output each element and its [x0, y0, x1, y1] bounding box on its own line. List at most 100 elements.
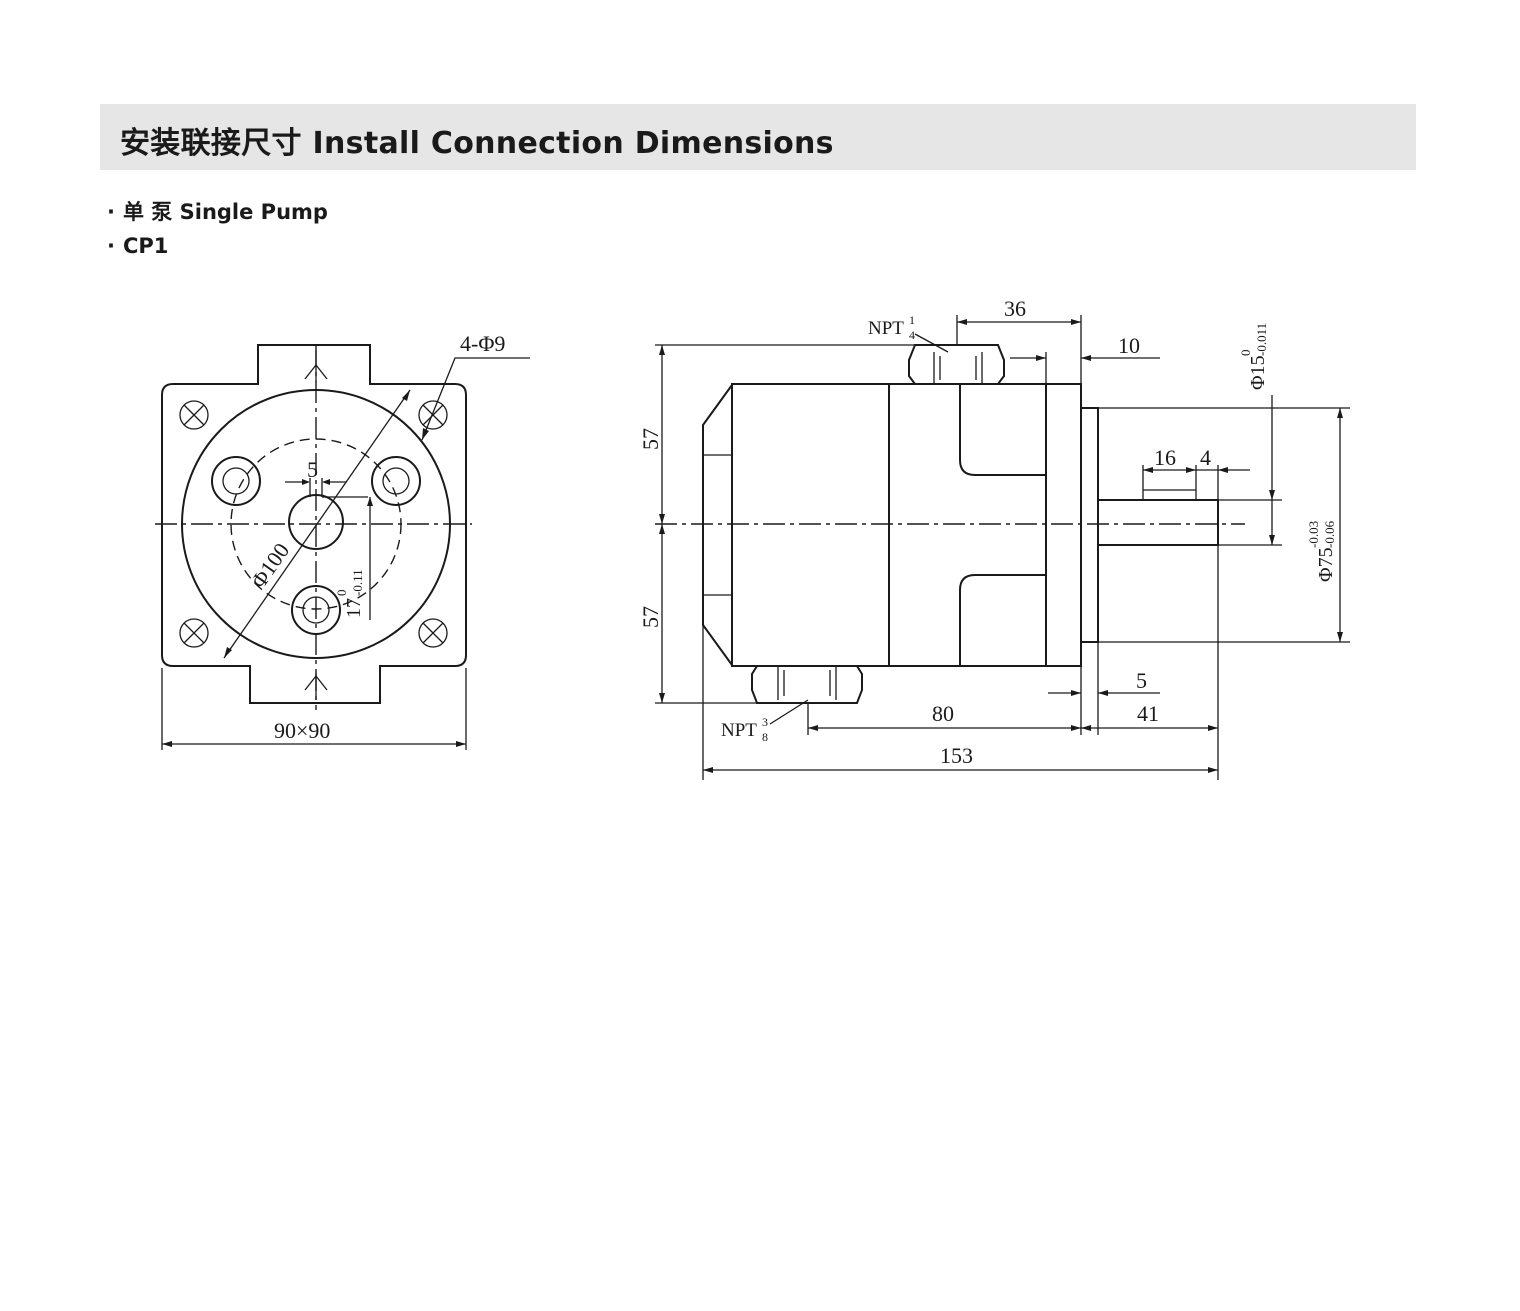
- arrow-head: [1036, 355, 1046, 361]
- svg-text:8: 8: [762, 730, 768, 744]
- svg-text:0: 0: [1238, 350, 1253, 357]
- side-shaft: [1097, 499, 1219, 546]
- pilot-depth-dim-lines: [1048, 642, 1160, 735]
- shaft-dia-label: Φ15 0 -0.011: [1238, 323, 1269, 390]
- arrow-head: [957, 319, 967, 325]
- mount-hole-x-icon: [179, 618, 209, 648]
- key-width-dim-lines: [285, 478, 368, 498]
- arrow-head: [1081, 355, 1091, 361]
- arrow-head: [659, 345, 665, 355]
- mount-holes-leader: [421, 357, 530, 441]
- arrow-head: [1081, 725, 1091, 731]
- flange-thickness-label: 10: [1118, 333, 1140, 358]
- side-bottom-port: [751, 665, 863, 704]
- arrow-head: [1218, 467, 1228, 473]
- arrow-head: [224, 647, 232, 658]
- port-bottom-label: NPT 3 8: [721, 715, 768, 744]
- pcd-label: Φ100: [246, 538, 295, 593]
- svg-text:-0.011: -0.011: [1254, 323, 1269, 356]
- svg-text:3: 3: [762, 715, 768, 729]
- port-top-label: NPT 1 4: [868, 313, 915, 342]
- shaft-height-label: 17 0 -0.11: [334, 569, 365, 618]
- pilot-depth-label: 5: [1136, 668, 1147, 693]
- body-length-label: 80: [932, 701, 954, 726]
- key-offset-label: 4: [1200, 445, 1211, 470]
- side-top-port-thread: [933, 352, 983, 384]
- svg-text:-0.06: -0.06: [1322, 520, 1337, 548]
- arrow-head: [1337, 408, 1343, 418]
- arrow-head: [1269, 535, 1275, 545]
- side-end-cap: [702, 384, 733, 666]
- key-length-dim-lines: [1142, 465, 1250, 500]
- arrow-head: [1208, 725, 1218, 731]
- svg-text:17: 17: [343, 598, 365, 618]
- side-bottom-port-thread: [777, 666, 837, 700]
- mount-hole-x-icon: [418, 618, 448, 648]
- port-bottom-leader: [769, 699, 809, 725]
- arrow-head: [1143, 467, 1153, 473]
- svg-text:1: 1: [909, 313, 915, 327]
- side-body-front: [888, 383, 1047, 667]
- svg-text:0: 0: [334, 590, 349, 597]
- pilot-dia-label: Φ75 -0.03 -0.06: [1306, 520, 1337, 582]
- lower-half-label: 57: [638, 606, 663, 628]
- mount-hole-x-icon: [179, 400, 209, 430]
- upper-half-label: 57: [638, 428, 663, 450]
- svg-text:Φ15: Φ15: [1247, 355, 1269, 390]
- mount-holes-label: 4-Φ9: [460, 331, 505, 356]
- bullet-label: CP1: [123, 234, 169, 258]
- side-top-port: [908, 344, 1005, 385]
- section-title: 安装联接尺寸 Install Connection Dimensions: [120, 126, 834, 161]
- side-view: 57 57 36 10 NPT 1 4 NPT 3 8 16 4: [638, 296, 1350, 780]
- bullet-label: 单 泵 Single Pump: [123, 200, 328, 224]
- port-top-leader: [914, 333, 949, 353]
- arrow-head: [162, 741, 172, 747]
- top-port-offset-label: 36: [1004, 296, 1026, 321]
- svg-text:Φ75: Φ75: [1315, 547, 1337, 582]
- side-body-pocket-lower: [959, 574, 1046, 666]
- side-pilot: [1080, 407, 1099, 643]
- arrow-head: [1186, 467, 1196, 473]
- flange-size-label: 90×90: [274, 718, 330, 743]
- arrow-head: [1098, 690, 1108, 696]
- svg-text:4: 4: [909, 328, 915, 342]
- bullet-model: · CP1: [107, 234, 168, 258]
- top-port-offset-dim-lines: [956, 315, 1082, 384]
- arrow-head: [808, 725, 818, 731]
- arrow-head: [1337, 632, 1343, 642]
- bullet-single-pump: · 单 泵 Single Pump: [107, 196, 328, 226]
- side-flange: [1045, 383, 1082, 667]
- side-body-pocket-upper: [959, 384, 1046, 476]
- port-boss-left: [211, 456, 261, 506]
- arrow-head: [456, 741, 466, 747]
- front-flange-outline: [161, 344, 467, 704]
- pcd-dim-line: [223, 389, 411, 659]
- overall-length-label: 153: [940, 743, 973, 768]
- key-length-label: 16: [1154, 445, 1176, 470]
- overall-length-dim-lines: [702, 625, 1218, 780]
- front-shaft-circle: [288, 494, 344, 550]
- section-header: 安装联接尺寸 Install Connection Dimensions: [100, 104, 1416, 170]
- port-boss-bottom: [291, 585, 341, 635]
- svg-text:-0.03: -0.03: [1306, 521, 1321, 548]
- svg-text:-0.11: -0.11: [350, 569, 365, 596]
- arrow-head: [367, 497, 373, 506]
- body-length-dim-lines: [807, 545, 1219, 780]
- arrow-head: [1071, 690, 1081, 696]
- arrow-head: [659, 514, 665, 524]
- shaft-dia-dim-lines: [1218, 395, 1282, 546]
- key-width-label: 5: [307, 457, 318, 482]
- arrow-head: [302, 479, 310, 485]
- flange-size-dim-lines: [161, 668, 467, 750]
- bullet-dot: ·: [107, 200, 115, 224]
- front-view: 5 17 0 -0.11 Φ100 4-Φ9 90×90: [155, 331, 530, 750]
- arrow-head: [1269, 490, 1275, 500]
- bullet-dot: ·: [107, 234, 115, 258]
- arrow-head: [1071, 725, 1081, 731]
- shaft-extension-label: 41: [1137, 701, 1159, 726]
- side-end-cap-step: [703, 454, 732, 596]
- arrow-head: [1071, 319, 1081, 325]
- arrow-head: [322, 479, 330, 485]
- arrow-head: [659, 524, 665, 534]
